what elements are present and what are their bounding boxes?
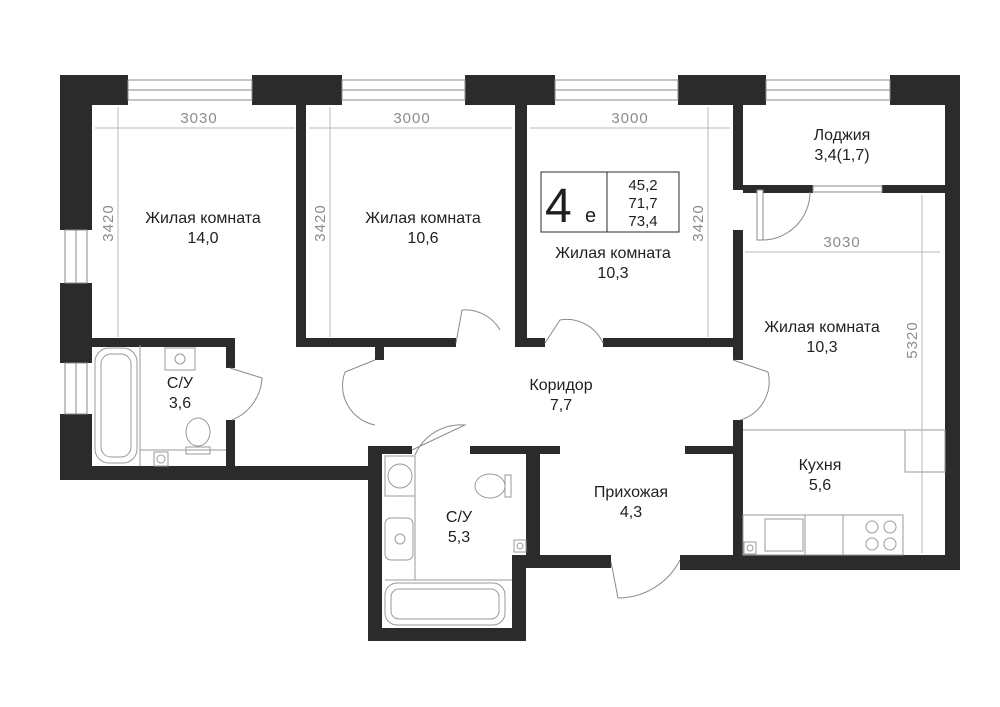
- bathroom-2-area: 5,3: [448, 529, 470, 546]
- wall-bath2-right: [526, 448, 540, 568]
- dim-room3-height: 3420: [690, 204, 707, 241]
- kitchen-name: Кухня: [799, 457, 842, 474]
- wall-bath2-top-a: [382, 446, 412, 454]
- wall-h-room3-a: [515, 338, 545, 347]
- wall-h-bath-top: [60, 338, 235, 347]
- door-loggia: [759, 189, 811, 241]
- wall-loggia-2: [882, 185, 947, 193]
- loggia-area: 3,4(1,7): [814, 147, 869, 164]
- sink-2: [384, 517, 414, 561]
- dim-room2-width: 3000: [393, 110, 430, 127]
- apartment-type-number: 4: [545, 180, 572, 233]
- door-bath2: [411, 424, 467, 456]
- badge-area-total: 71,7: [628, 195, 657, 212]
- wall-h-room2-bottom: [296, 338, 456, 347]
- wall-h-room3-b: [603, 338, 743, 347]
- dim-room1-height: 3420: [100, 204, 117, 241]
- toilet-1: [185, 417, 211, 447]
- door-room4: [732, 359, 770, 421]
- dishwasher: [804, 514, 844, 556]
- fixtures: [94, 345, 946, 626]
- wall-bottom-left: [60, 466, 382, 480]
- apartment-badge: 4 е 45,2 71,7 73,4: [540, 171, 680, 233]
- room-4-name: Жилая комната: [764, 319, 880, 336]
- dim-room3-width: 3000: [611, 110, 648, 127]
- wall-kitchen-left: [733, 420, 743, 570]
- drain-kitchen: [743, 541, 757, 555]
- wall-bottom-hall-a: [526, 555, 611, 568]
- doors: [229, 189, 811, 599]
- dimension-labels: 3030 3420 3000 3420 3000 3420 3030 5320: [100, 110, 921, 359]
- sink-1: [164, 347, 196, 371]
- wall-v-3b: [733, 230, 743, 360]
- stove-burner: [865, 520, 879, 534]
- room-1-name: Жилая комната: [145, 210, 261, 227]
- room-1-area: 14,0: [187, 230, 218, 247]
- loggia-name: Лоджия: [814, 127, 871, 144]
- wall-hall-top-b: [685, 446, 735, 454]
- wall-bath2-bottom: [368, 628, 526, 641]
- fridge: [904, 429, 946, 473]
- wall-right: [945, 75, 960, 570]
- wall-top-1: [60, 75, 128, 105]
- wall-v-3a: [733, 105, 743, 190]
- drain-2: [513, 539, 527, 553]
- bathroom-1-area: 3,6: [169, 395, 191, 412]
- wall-stub-1: [375, 345, 384, 360]
- badge-area-with-loggia: 73,4: [628, 213, 657, 230]
- washer-2: [384, 455, 416, 497]
- dimension-lines: [95, 107, 940, 553]
- door-room3: [544, 318, 604, 344]
- wall-v-1: [296, 105, 306, 345]
- wall-top-3: [465, 75, 555, 105]
- badge-area-living: 45,2: [628, 177, 657, 194]
- walls: [60, 75, 960, 641]
- room-3-name: Жилая комната: [555, 245, 671, 262]
- badge-frame: [540, 171, 680, 233]
- toilet-2: [474, 473, 506, 499]
- wall-bath2-right-lower: [512, 555, 526, 641]
- wall-bath2-left: [368, 446, 382, 641]
- windows: [64, 79, 891, 415]
- window-loggia: [812, 185, 883, 193]
- room-2-name: Жилая комната: [365, 210, 481, 227]
- corridor-name: Коридор: [529, 377, 592, 394]
- bathroom-1-name: С/У: [167, 375, 194, 392]
- dim-room1-width: 3030: [180, 110, 217, 127]
- bathtub-1: [94, 347, 138, 464]
- wall-top-4: [678, 75, 766, 105]
- wall-left-middle: [60, 283, 92, 363]
- dim-room2-height: 3420: [312, 204, 329, 241]
- room-3-area: 10,3: [597, 265, 628, 282]
- room-4-area: 10,3: [806, 339, 837, 356]
- room-labels: Жилая комната 14,0 Жилая комната 10,6 Жи…: [145, 127, 880, 546]
- door-bath1: [229, 367, 263, 421]
- kitchen-area: 5,6: [809, 477, 831, 494]
- kitchen-counter: [742, 514, 904, 556]
- door-entrance: [610, 559, 681, 599]
- hallway-area: 4,3: [620, 504, 642, 521]
- bathtub-2: [384, 582, 506, 626]
- wall-bath1-right-b: [226, 420, 235, 470]
- kitchen-sink: [764, 518, 804, 552]
- wall-v-2: [515, 105, 527, 345]
- door-room2: [455, 309, 501, 344]
- hallway-name: Прихожая: [594, 484, 668, 501]
- wall-loggia-1: [743, 185, 813, 193]
- wall-top-2: [252, 75, 342, 105]
- drain-1: [153, 451, 169, 467]
- wall-bath1-right-a: [226, 338, 235, 368]
- door-corridor-left: [342, 359, 376, 426]
- corridor-area: 7,7: [550, 397, 572, 414]
- apartment-type-suffix: е: [585, 205, 596, 227]
- dim-room4-width: 3030: [823, 234, 860, 251]
- wall-bottom-right: [680, 555, 960, 570]
- wall-bath2-top-b: [470, 446, 560, 454]
- room-2-area: 10,6: [407, 230, 438, 247]
- bathroom-2-name: С/У: [446, 509, 473, 526]
- dim-room4-height: 5320: [904, 321, 921, 358]
